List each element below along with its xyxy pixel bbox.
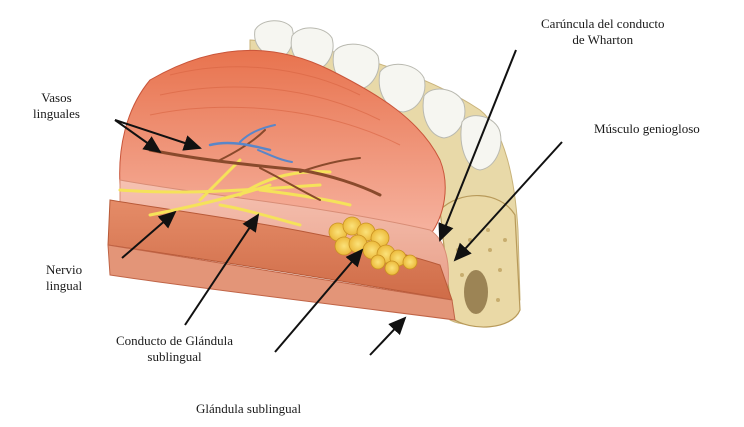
label-nervio-lingual: Nervio lingual: [46, 262, 82, 294]
bone-marrow: [464, 270, 488, 314]
label-caruncula-line2: de Wharton: [541, 32, 664, 48]
label-musculo-geniogloso: Músculo geniogloso: [594, 121, 700, 137]
arrow-glandula-lower: [370, 318, 405, 355]
label-vasos-line1: Vasos: [33, 90, 80, 106]
label-vasos-line2: linguales: [33, 106, 80, 122]
label-caruncula-line1: Carúncula del conducto: [541, 16, 664, 32]
label-vasos-linguales: Vasos linguales: [33, 90, 80, 122]
label-nervio-line1: Nervio: [46, 262, 82, 278]
label-conducto-line2: sublingual: [116, 349, 233, 365]
label-conducto-glandula: Conducto de Glándula sublingual: [116, 333, 233, 365]
label-glandula-sublingual: Glándula sublingual: [196, 401, 301, 417]
label-caruncula: Carúncula del conducto de Wharton: [541, 16, 664, 48]
label-nervio-line2: lingual: [46, 278, 82, 294]
label-conducto-line1: Conducto de Glándula: [116, 333, 233, 349]
